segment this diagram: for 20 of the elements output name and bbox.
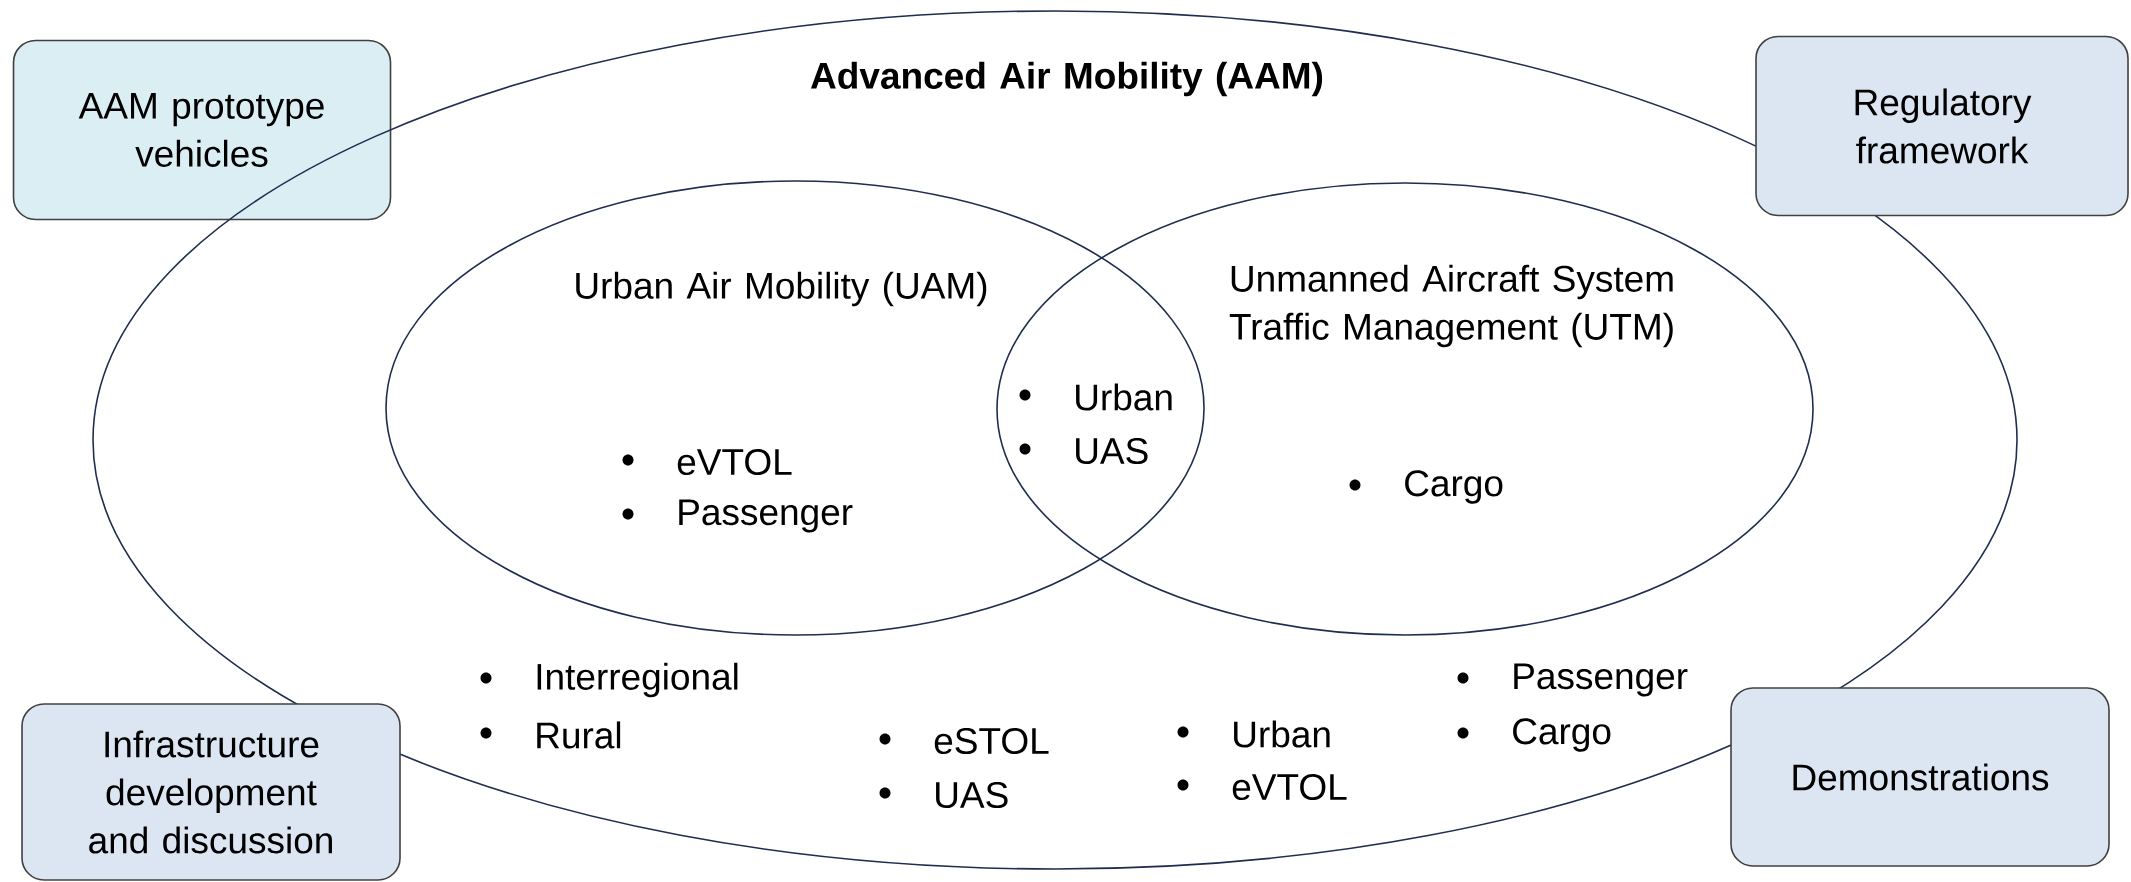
- bullet-item: eVTOL: [622, 448, 792, 476]
- bullet-item: Cargo: [1349, 470, 1503, 504]
- topic-box: Regulatory framework: [1755, 35, 2129, 217]
- bullet-item: Passenger: [1457, 663, 1688, 697]
- set-title: Unmanned Aircraft System Traffic Management (UTM): [1229, 264, 1673, 348]
- set-title: Advanced Air Mobility (AAM): [811, 61, 1323, 97]
- bullet-item: Passenger: [622, 499, 853, 533]
- bullet-item: Urban: [1177, 720, 1330, 748]
- bullet-item: Rural: [480, 721, 621, 749]
- topic-box: AAM prototype vehicles: [12, 39, 392, 221]
- bullet-item: eVTOL: [1177, 773, 1347, 801]
- set-title: Urban Air Mobility (UAM): [576, 271, 987, 307]
- topic-box: Demonstrations: [1730, 687, 2110, 867]
- topic-box: Infrastructure development and discussion: [21, 703, 401, 881]
- bullet-item: Cargo: [1457, 718, 1611, 752]
- bullet-item: UAS: [1019, 437, 1148, 465]
- bullet-item: UAS: [879, 781, 1008, 809]
- bullet-item: eSTOL: [879, 727, 1049, 755]
- bullet-item: Urban: [1019, 383, 1172, 411]
- bullet-item: Interregional: [480, 662, 738, 698]
